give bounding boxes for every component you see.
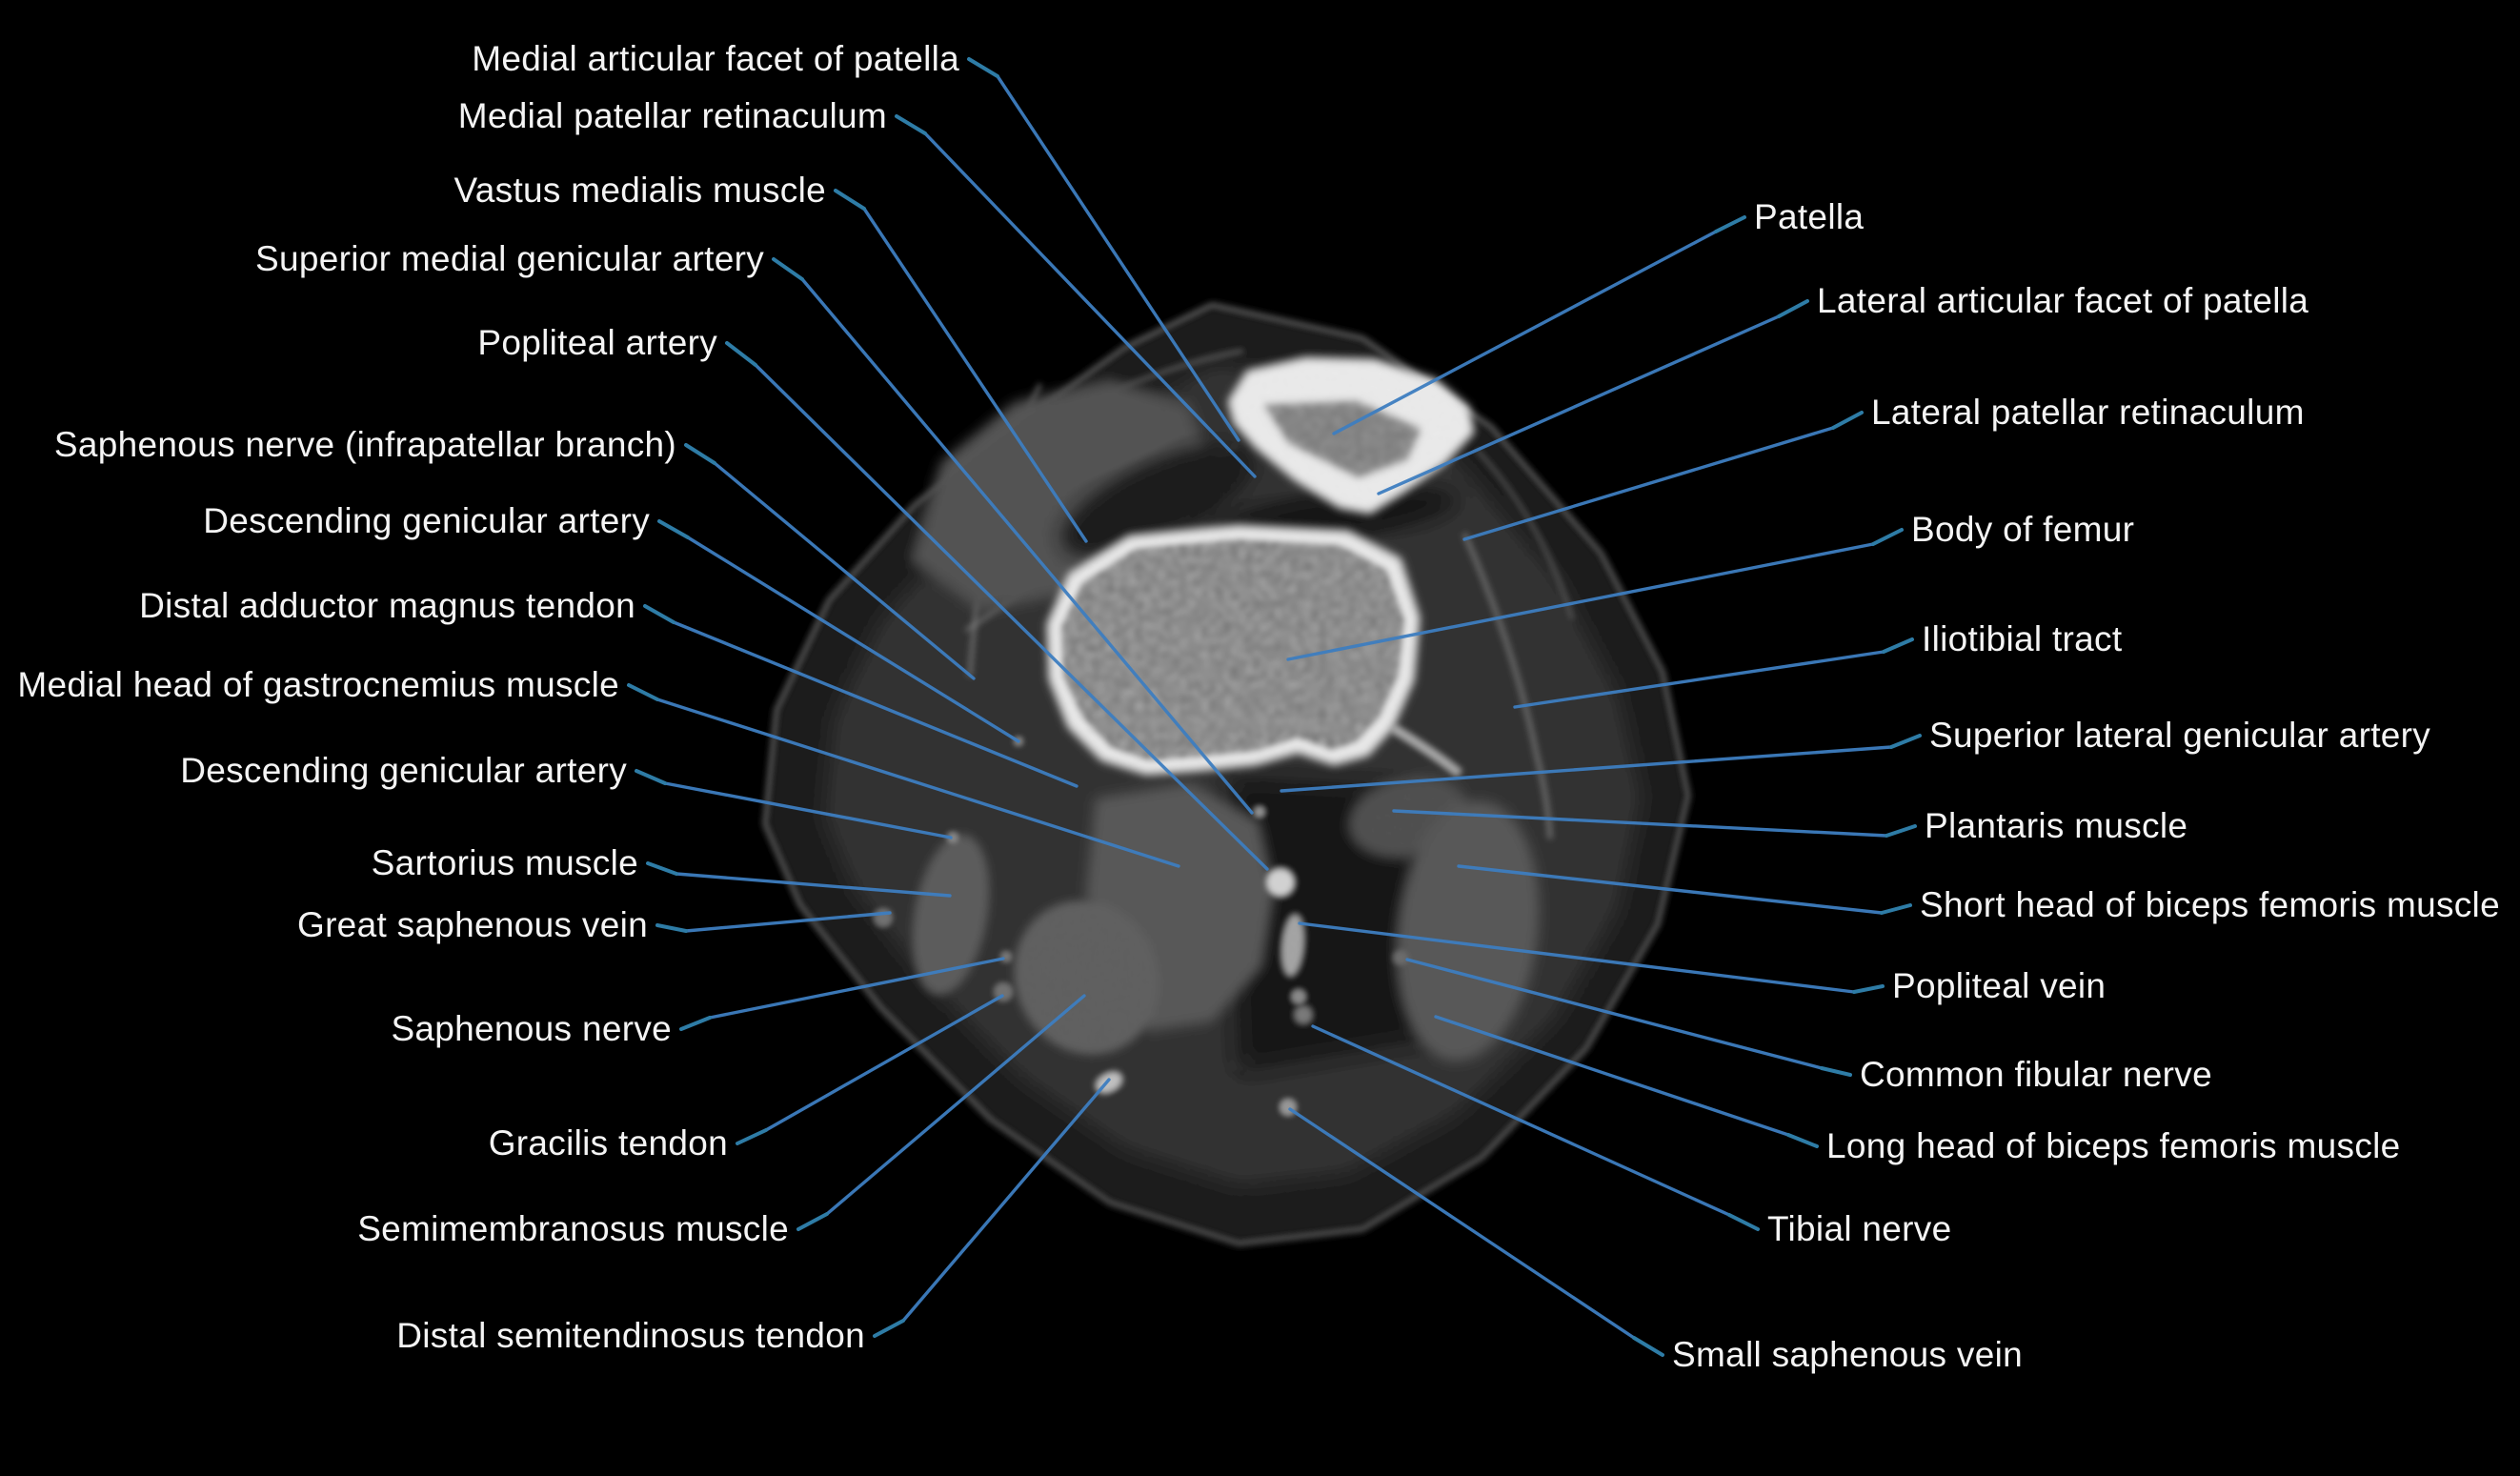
anatomy-label-short-head-of-biceps-femoris-muscle: Short head of biceps femoris muscle <box>1920 885 2500 924</box>
anatomy-label-distal-semitendinosus-tendon: Distal semitendinosus tendon <box>396 1316 865 1355</box>
anatomy-label-great-saphenous-vein: Great saphenous vein <box>296 905 648 944</box>
leader-line-tick <box>1880 903 1912 915</box>
anatomy-label-sartorius-muscle: Sartorius muscle <box>371 843 638 882</box>
anatomy-label-saphenous-nerve-infrapatellar-branch: Saphenous nerve (infrapatellar branch) <box>53 425 676 464</box>
anatomy-label-lateral-patellar-retinaculum: Lateral patellar retinaculum <box>1871 393 2305 432</box>
anatomy-label-medial-patellar-retinaculum: Medial patellar retinaculum <box>457 96 887 135</box>
leader-line-tick <box>772 257 804 281</box>
leader-line-tick <box>1831 411 1864 430</box>
leader-line-tick <box>736 1128 768 1145</box>
leader-line-tick <box>1882 637 1914 654</box>
anatomy-label-superior-medial-genicular-artery: Superior medial genicular artery <box>254 239 764 278</box>
anatomy-label-popliteal-vein: Popliteal vein <box>1892 966 2107 1005</box>
leader-line-tick <box>684 443 716 465</box>
leader-line-tick <box>679 1016 712 1031</box>
anatomy-label-vastus-medialis-muscle: Vastus medialis muscle <box>454 171 826 210</box>
leader-line-tick <box>1871 528 1904 546</box>
anatomy-label-tibial-nerve: Tibial nerve <box>1767 1209 1952 1248</box>
leader-line-tick <box>1885 824 1917 838</box>
leader-line-tick <box>646 861 678 876</box>
anatomy-label-medial-articular-facet-of-patella: Medial articular facet of patella <box>472 39 959 78</box>
leader-line-tick <box>1632 1336 1664 1357</box>
anatomy-label-plantaris-muscle: Plantaris muscle <box>1925 806 2188 845</box>
leader-line-tick <box>657 519 690 539</box>
leader-line-tick <box>1786 1133 1819 1148</box>
leader-line-tick <box>873 1319 905 1338</box>
leader-line-tick <box>725 341 757 367</box>
anatomy-label-distal-adductor-magnus-tendon: Distal adductor magnus tendon <box>139 586 635 625</box>
anatomy-label-gracilis-tendon: Gracilis tendon <box>488 1123 728 1163</box>
anatomy-label-patella: Patella <box>1754 197 1865 236</box>
anatomy-label-superior-lateral-genicular-artery: Superior lateral genicular artery <box>1929 716 2431 755</box>
leader-line-tick <box>834 189 866 211</box>
leader-line-tick <box>635 769 667 785</box>
anatomy-label-saphenous-nerve: Saphenous nerve <box>391 1009 672 1048</box>
ct-grain-overlay <box>765 305 1688 1243</box>
leader-line-tick <box>796 1212 829 1231</box>
leader-line-patella <box>1332 215 1746 435</box>
leader-lines-layer <box>627 57 1922 1357</box>
leader-line-tick <box>967 57 999 78</box>
anatomy-label-lateral-articular-facet-of-patella: Lateral articular facet of patella <box>1817 281 2309 320</box>
leader-line-tick <box>1777 299 1809 318</box>
anatomy-label-long-head-of-biceps-femoris-muscle: Long head of biceps femoris muscle <box>1826 1126 2401 1165</box>
anatomy-label-semimembranosus-muscle: Semimembranosus muscle <box>357 1209 789 1248</box>
leader-line-tick <box>655 923 688 933</box>
leader-line-tick <box>643 604 675 624</box>
leader-line-tick <box>627 683 659 701</box>
anatomy-label-common-fibular-nerve: Common fibular nerve <box>1860 1055 2212 1094</box>
anatomy-label-descending-genicular-artery: Descending genicular artery <box>203 501 650 540</box>
anatomy-label-small-saphenous-vein: Small saphenous vein <box>1672 1335 2023 1374</box>
leader-line-tick <box>1714 215 1746 233</box>
leader-line-tick <box>1889 734 1922 749</box>
leader-line-tick <box>1820 1066 1852 1077</box>
anatomy-label-popliteal-artery: Popliteal artery <box>477 323 717 362</box>
anatomy-label-descending-genicular-artery: Descending genicular artery <box>180 751 627 790</box>
leader-line-tick <box>1727 1213 1760 1231</box>
anatomy-label-body-of-femur: Body of femur <box>1911 510 2135 549</box>
leader-line-tick <box>895 114 927 135</box>
anatomy-label-medial-head-of-gastrocnemius-muscle: Medial head of gastrocnemius muscle <box>17 665 619 704</box>
anatomy-label-iliotibial-tract: Iliotibial tract <box>1922 619 2123 658</box>
leader-line-tick <box>1852 984 1885 994</box>
